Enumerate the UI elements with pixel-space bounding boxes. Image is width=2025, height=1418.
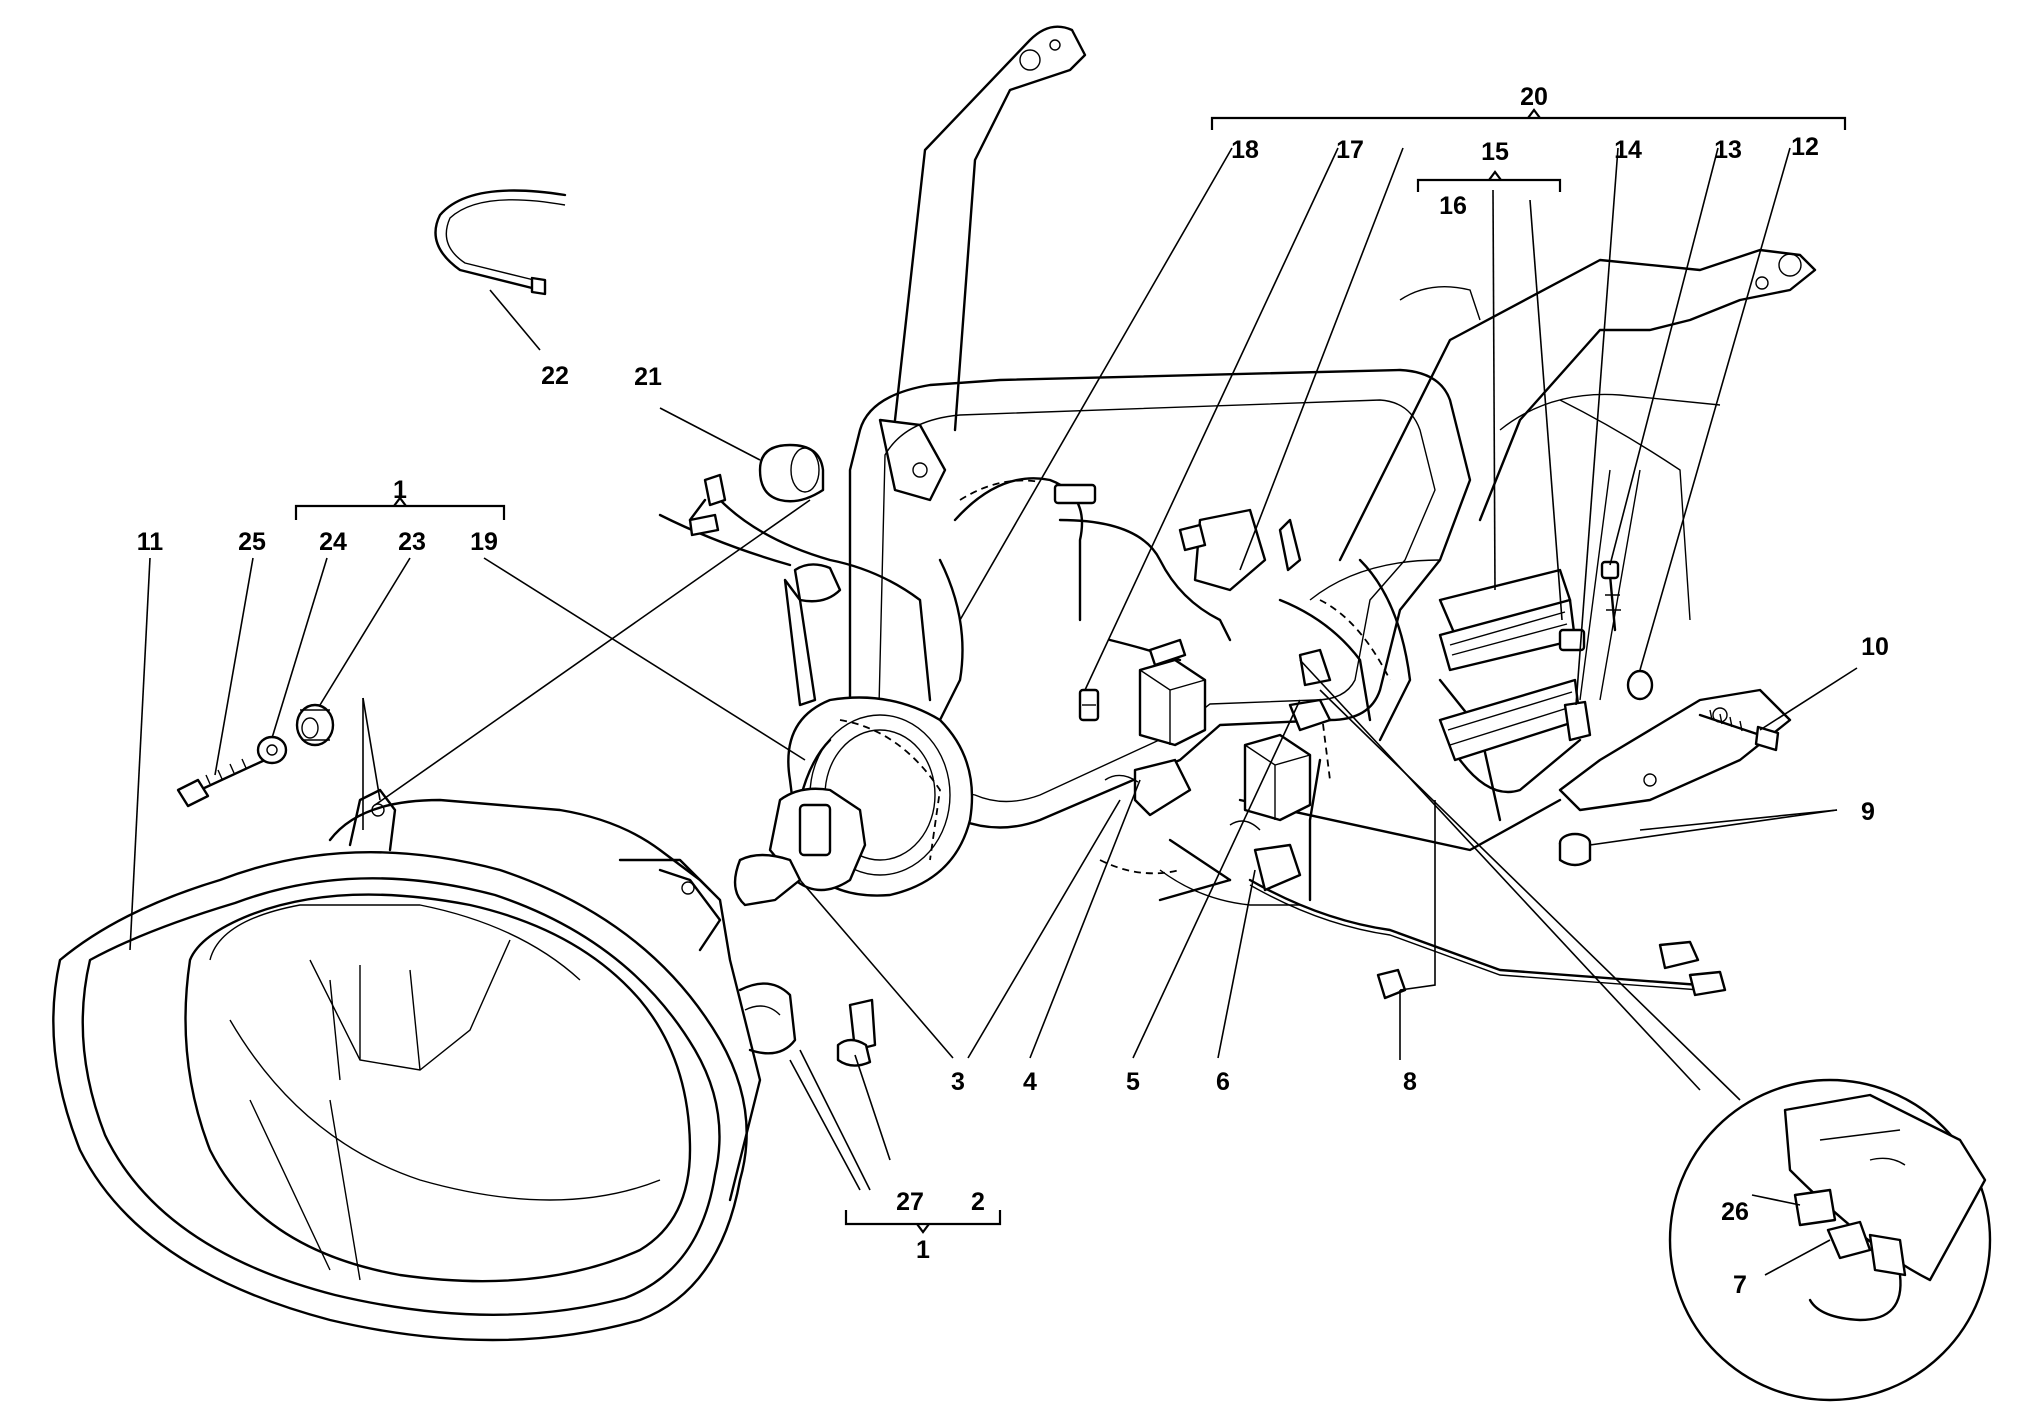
callout-22: 22 [541,362,569,390]
screw-13 [1600,560,1621,632]
callout-4: 4 [1023,1068,1037,1096]
fuse-17-18-area [793,483,1097,603]
connector-8 [1376,968,1407,1000]
callout-19: 19 [470,528,498,556]
fuse-3 [1078,688,1100,722]
nut-14 [1563,700,1592,742]
callout-3: 3 [951,1068,965,1096]
spacer-23 [295,703,335,747]
terminal-connectors [688,473,1727,997]
group-bracket-20 [1210,108,1847,130]
callout-1-top: 1 [393,476,407,504]
cable-tie-22 [434,189,567,296]
relay-4 [1104,658,1207,817]
bolt-10 [1698,709,1780,752]
callout-15: 15 [1481,138,1509,166]
callout-25: 25 [238,528,266,556]
callout-labels: 1 1 2 3 4 5 6 7 8 9 10 11 12 13 14 15 16… [137,83,1889,1299]
callout-12: 12 [1791,133,1819,161]
callout-6: 6 [1216,1068,1230,1096]
callout-27: 27 [896,1188,924,1216]
callout-8: 8 [1403,1068,1417,1096]
callout-17: 17 [1336,136,1364,164]
headlight-assembly [52,788,797,1342]
callout-14: 14 [1614,136,1642,164]
adjuster-screw-27 [836,998,877,1067]
callout-20: 20 [1520,83,1548,111]
callout-9: 9 [1861,798,1875,826]
fuse-box-assembly [1438,568,1586,794]
ignition-key-switch [733,787,867,907]
callout-13: 13 [1714,136,1742,164]
callout-11: 11 [137,528,164,556]
bolt-25 [176,758,267,808]
callout-1-bottom: 1 [916,1236,930,1264]
group-bracket-1-bottom [844,1210,1002,1234]
callout-5: 5 [1126,1068,1140,1096]
callout-24: 24 [319,528,347,556]
group-bracket-15 [1416,170,1562,192]
washer-24 [256,735,288,765]
callout-10: 10 [1861,633,1889,661]
group-bracket-1-top [294,496,506,520]
grommet-9 [1558,669,1654,867]
detail-inset [1668,1078,1992,1402]
grommet-21 [758,443,825,503]
callout-7: 7 [1733,1271,1747,1299]
connector-5 [1288,648,1332,732]
callout-21: 21 [634,363,662,391]
callout-26: 26 [1721,1198,1749,1226]
callout-2: 2 [971,1188,985,1216]
leader-lines [129,147,1858,1276]
callout-18: 18 [1231,136,1259,164]
callout-23: 23 [398,528,426,556]
callout-16: 16 [1439,192,1467,220]
relay-6 [1229,733,1312,892]
